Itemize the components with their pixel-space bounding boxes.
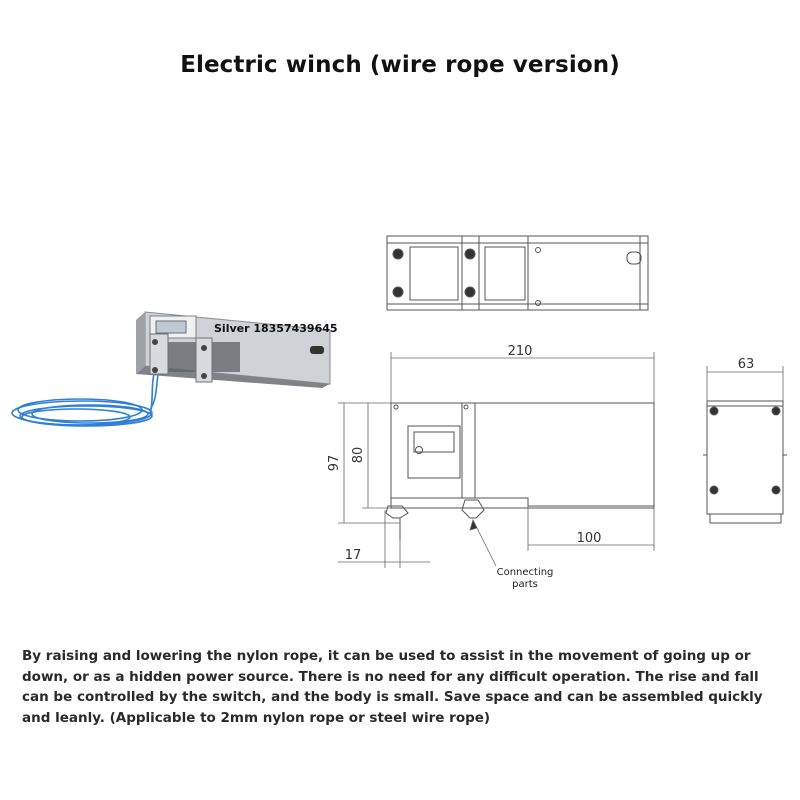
winch-body (136, 311, 331, 388)
dim-offset: 17 (345, 548, 362, 563)
technical-drawing: 210 63 97 80 17 100 Connecting parts (327, 235, 787, 590)
dim-width: 63 (738, 357, 755, 372)
callout-line-1: Connecting (497, 567, 554, 578)
photo-overlay-label: Silver 18357439645 (214, 322, 338, 335)
product-photo: Silver 18357439645 (11, 311, 338, 427)
side-view (703, 400, 787, 524)
dim-height-body: 80 (351, 447, 366, 464)
dimension-lines (338, 352, 784, 568)
description-text: By raising and lowering the nylon rope, … (22, 648, 763, 726)
top-view (386, 235, 649, 311)
front-view (385, 402, 655, 540)
callout-line-2: parts (512, 579, 538, 590)
dim-height-total: 97 (327, 455, 342, 472)
page-title: Electric winch (wire rope version) (180, 52, 620, 78)
dim-tail-length: 100 (577, 531, 602, 546)
dim-length: 210 (508, 344, 533, 359)
rope-coil (11, 339, 162, 427)
